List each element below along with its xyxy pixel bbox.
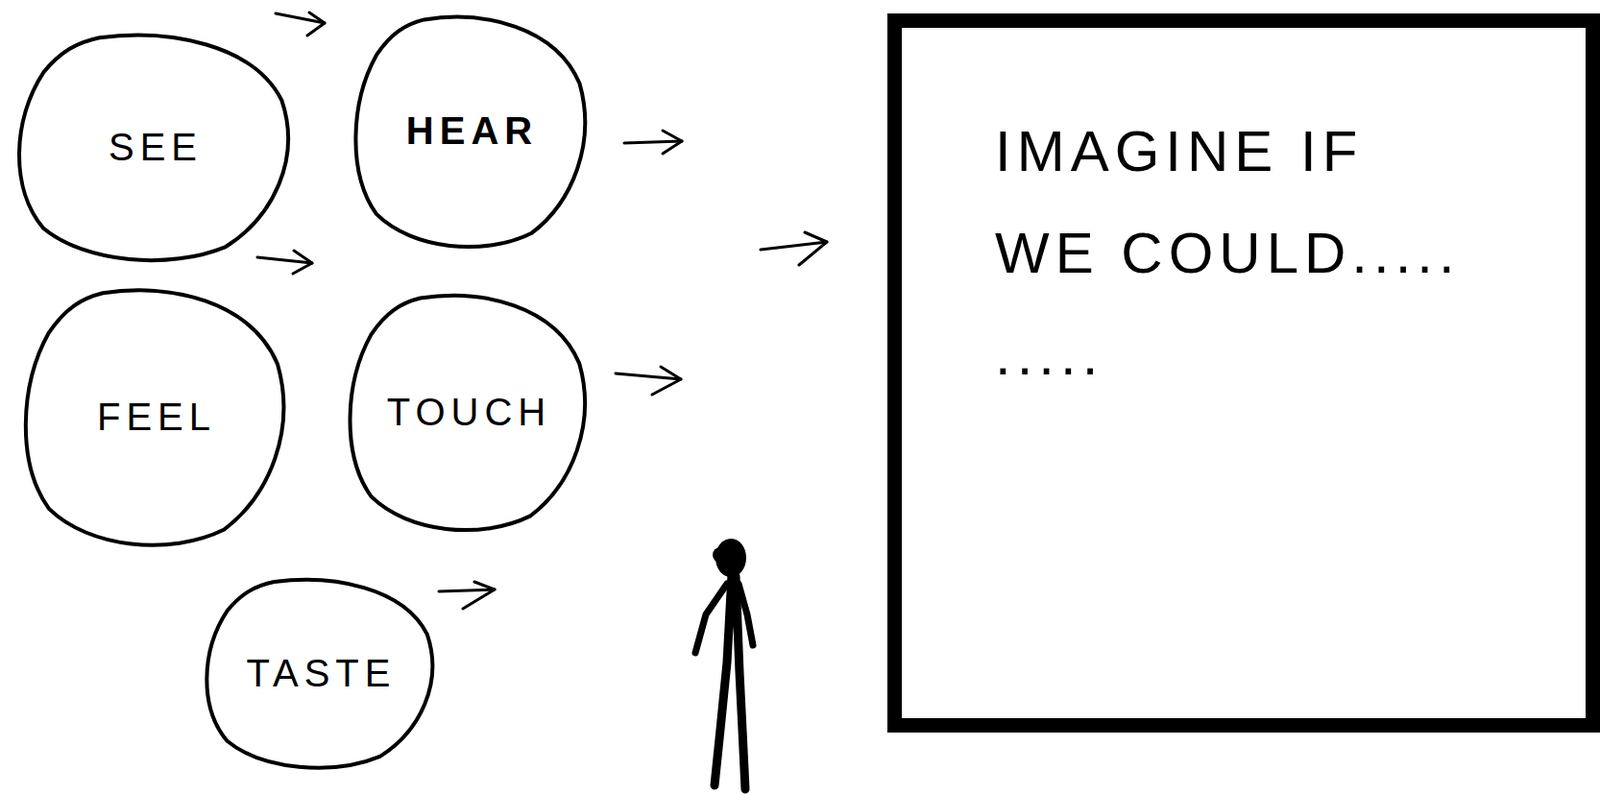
free-arrow xyxy=(257,250,313,274)
free-arrow xyxy=(275,12,325,36)
sense-label: HEAR xyxy=(406,109,538,153)
free-arrow xyxy=(760,232,827,266)
sense-circle: HEAR xyxy=(352,12,592,250)
sense-circle: FEEL xyxy=(22,285,291,549)
free-arrow xyxy=(624,130,682,154)
sense-circle: TOUCH xyxy=(346,290,592,534)
sense-circle: SEE xyxy=(15,30,296,264)
stick-figure xyxy=(695,538,753,790)
free-arrow xyxy=(615,366,681,395)
sense-label: TASTE xyxy=(246,652,397,696)
sense-label: SEE xyxy=(108,125,203,170)
prompt-text: IMAGINE IF WE COULD..... ..... xyxy=(994,100,1476,407)
frame-box: IMAGINE IF WE COULD..... ..... xyxy=(887,13,1600,733)
sense-label: TOUCH xyxy=(387,390,552,435)
free-arrow xyxy=(438,581,495,609)
sense-circle: TASTE xyxy=(203,576,439,771)
sense-label: FEEL xyxy=(96,395,217,439)
